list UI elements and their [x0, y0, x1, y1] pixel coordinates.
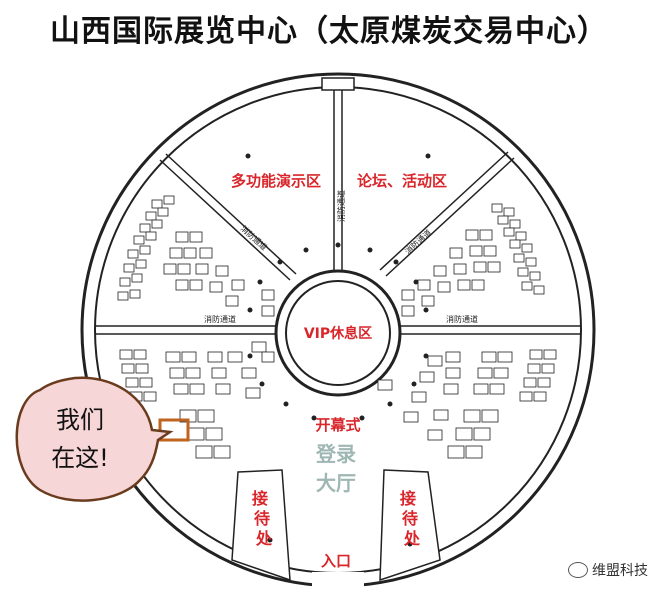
entrance-gap	[312, 572, 364, 592]
fire-lane-north: 消防通道	[336, 190, 346, 222]
pillar-dots	[245, 153, 431, 547]
zone-vip: VIP休息区	[304, 325, 372, 342]
booth-grid-nw	[117, 195, 245, 307]
vip-inner-ring	[285, 280, 391, 386]
speech-bubble	[15, 376, 174, 502]
zone-forum: 论坛、活动区	[357, 172, 447, 190]
booth-grid-inner	[261, 289, 415, 391]
vip-outer-ring	[274, 269, 402, 397]
reception-right-3: 处	[403, 529, 421, 548]
reception-right-2: 待	[402, 509, 418, 528]
reception-left-1: 接	[252, 489, 268, 508]
zone-registration-2: 大厅	[316, 471, 356, 495]
reception-left-3: 处	[255, 529, 273, 548]
reception-left-2: 待	[254, 509, 270, 528]
wechat-icon	[568, 562, 588, 578]
reception-right	[379, 469, 441, 582]
page-title: 山西国际展览中心（太原煤炭交易中心）	[50, 14, 608, 49]
fire-lane-ne: 消防通道	[403, 227, 433, 256]
north-gate	[321, 77, 355, 91]
reception-left	[231, 469, 291, 582]
zone-opening: 开幕式	[315, 416, 360, 434]
watermark-text: 维盟科技	[592, 563, 648, 579]
booth-grid-se	[403, 349, 557, 459]
booth-grid-ne	[417, 203, 545, 307]
bubble-line-2: 在这!	[51, 444, 109, 472]
reception-right-1: 接	[400, 489, 416, 508]
fire-lane-east: 消防通道	[446, 314, 478, 324]
zone-multi-demo: 多功能演示区	[231, 172, 321, 190]
booth-grid-sw	[119, 341, 267, 459]
fire-lane-west: 消防通道	[204, 314, 236, 324]
watermark: 维盟科技	[568, 560, 648, 580]
radial-walls	[96, 88, 580, 335]
zone-entrance: 入口	[321, 552, 351, 570]
zone-registration-1: 登录	[315, 442, 356, 466]
bubble-line-1: 我们	[56, 406, 104, 434]
